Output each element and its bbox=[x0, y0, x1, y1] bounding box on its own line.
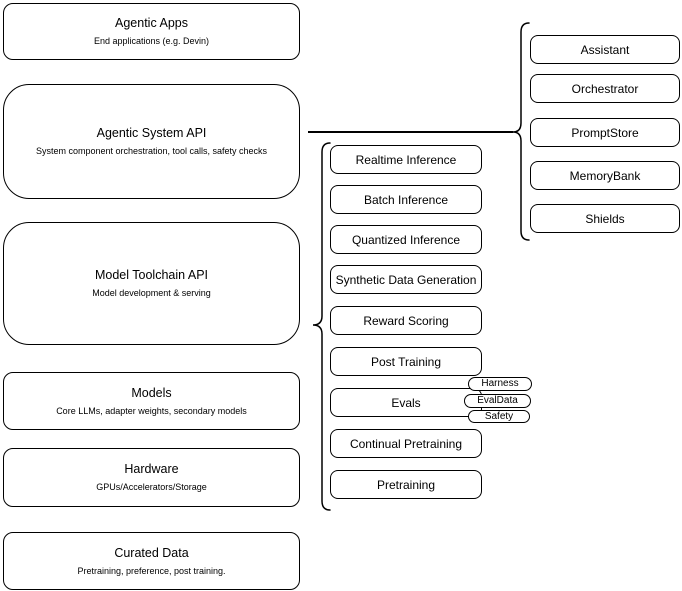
system-component-assistant: Assistant bbox=[530, 35, 680, 64]
box-title: Curated Data bbox=[114, 545, 189, 560]
eval-tag-evaldata: EvalData bbox=[464, 394, 531, 408]
box-subtitle: Model development & serving bbox=[92, 288, 211, 298]
toolchain-item-batch-inference: Batch Inference bbox=[330, 185, 482, 214]
box-title: Hardware bbox=[124, 462, 179, 476]
box-title: Agentic System API bbox=[96, 126, 207, 140]
toolchain-item-synthetic-data-generation: Synthetic Data Generation bbox=[330, 265, 482, 294]
toolchain-brace bbox=[312, 142, 331, 511]
toolchain-item-post-training: Post Training bbox=[330, 347, 482, 376]
box-agentic-system-api: Agentic System API System component orch… bbox=[3, 84, 300, 199]
box-title: Agentic Apps bbox=[115, 16, 188, 30]
system-component-promptstore: PromptStore bbox=[530, 118, 680, 147]
toolchain-item-reward-scoring: Reward Scoring bbox=[330, 306, 482, 335]
toolchain-item-continual-pretraining: Continual Pretraining bbox=[330, 429, 482, 458]
toolchain-item-evals: Evals bbox=[330, 388, 482, 417]
box-hardware: Hardware GPUs/Accelerators/Storage bbox=[3, 448, 300, 507]
system-components-brace bbox=[512, 22, 530, 241]
box-models: Models Core LLMs, adapter weights, secon… bbox=[3, 372, 300, 430]
system-component-orchestrator: Orchestrator bbox=[530, 74, 680, 103]
box-title: Models bbox=[131, 385, 172, 400]
system-component-memorybank: MemoryBank bbox=[530, 161, 680, 190]
box-curated-data: Curated Data Pretraining, preference, po… bbox=[3, 532, 300, 590]
box-subtitle: GPUs/Accelerators/Storage bbox=[96, 482, 207, 492]
eval-tag-safety: Safety bbox=[468, 410, 530, 423]
box-subtitle: End applications (e.g. Devin) bbox=[93, 36, 210, 46]
box-agentic-apps: Agentic Apps End applications (e.g. Devi… bbox=[3, 3, 300, 60]
toolchain-item-pretraining: Pretraining bbox=[330, 470, 482, 499]
eval-tag-harness: Harness bbox=[468, 377, 532, 391]
box-subtitle: System component orchestration, tool cal… bbox=[35, 146, 268, 156]
box-title: Model Toolchain API bbox=[94, 268, 209, 282]
toolchain-item-realtime-inference: Realtime Inference bbox=[330, 145, 482, 174]
system-component-shields: Shields bbox=[530, 204, 680, 233]
box-model-toolchain-api: Model Toolchain API Model development & … bbox=[3, 222, 300, 345]
toolchain-item-quantized-inference: Quantized Inference bbox=[330, 225, 482, 254]
box-subtitle: Core LLMs, adapter weights, secondary mo… bbox=[56, 405, 247, 416]
box-subtitle: Pretraining, preference, post training. bbox=[77, 565, 226, 576]
